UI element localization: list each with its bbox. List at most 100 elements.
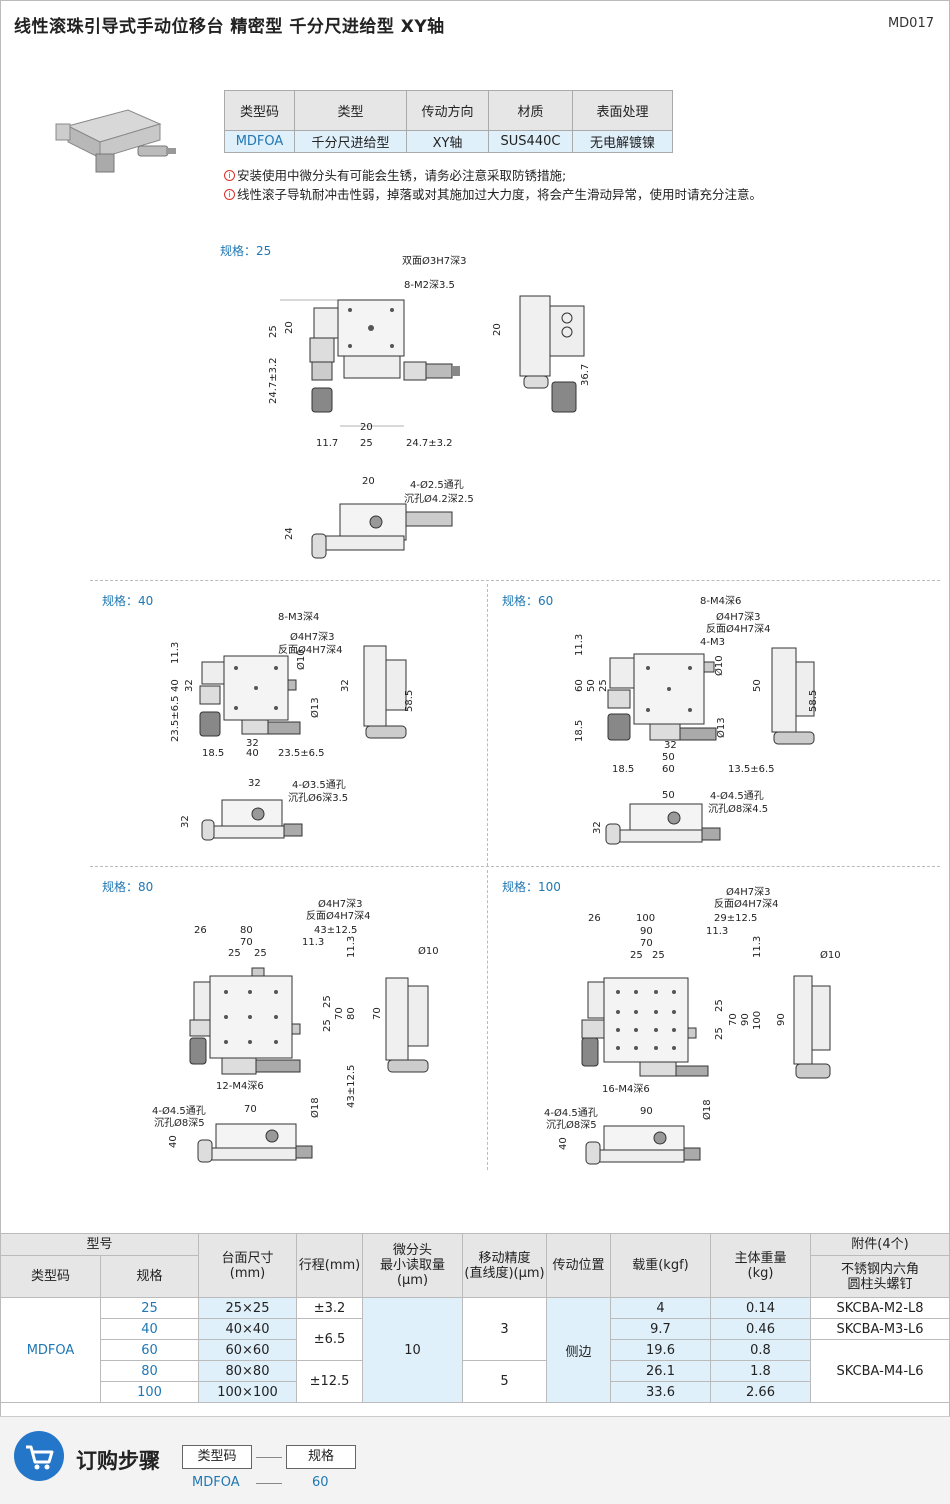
drawing-25-front: [311, 503, 453, 559]
dimension: 25: [714, 1027, 725, 1040]
cell-size: 80: [100, 1360, 199, 1382]
drawing-80-side: [385, 977, 429, 1073]
dimension: 32: [180, 815, 191, 828]
dimension: 43±12.5: [346, 1064, 357, 1108]
dimension: 58.5: [404, 689, 415, 712]
divider: [90, 580, 940, 581]
cell-weight: 2.66: [710, 1381, 811, 1403]
cell-load: 4: [610, 1297, 711, 1319]
annotation: 沉孔Ø8深5: [154, 1118, 205, 1129]
dimension: 24.7±3.2: [406, 438, 453, 449]
dimension: 20: [284, 321, 295, 334]
dimension: 50: [662, 752, 675, 763]
note-text: 安装使用中微分头有可能会生锈，请务必注意采取防锈措施;: [237, 168, 567, 183]
th-position: 传动位置: [546, 1233, 611, 1298]
cell-load: 9.7: [610, 1318, 711, 1340]
annotation: 12-M4深6: [216, 1081, 264, 1092]
product-image: [55, 109, 176, 173]
cell-stroke: ±3.2: [296, 1297, 363, 1319]
spec-cell: MDFOA: [224, 130, 295, 153]
cell-size: 25: [100, 1297, 199, 1319]
dimension: 32: [246, 738, 259, 749]
th-model-group: 型号: [0, 1233, 199, 1256]
drawing-100-side: [793, 975, 831, 1079]
cell-screw: SKCBA-M4-L6: [810, 1339, 950, 1403]
th-accessory: 附件(4个): [810, 1233, 950, 1256]
th-table-size: 台面尺寸 (mm): [198, 1233, 297, 1298]
dimension: 90: [776, 1013, 787, 1026]
dimension: 70: [640, 938, 653, 949]
dimension: 80: [240, 925, 253, 936]
dimension: 70: [240, 937, 253, 948]
dimension: 25: [360, 438, 373, 449]
dimension: 11.3: [302, 937, 325, 948]
cell-weight: 1.8: [710, 1360, 811, 1382]
dimension: 50: [752, 679, 763, 692]
dimension: 40: [246, 748, 259, 759]
cell-typecode: MDFOA: [0, 1297, 101, 1403]
cell-load: 33.6: [610, 1381, 711, 1403]
annotation: 反面Ø4H7深4: [714, 899, 779, 910]
dimension: 23.5±6.5: [278, 748, 325, 759]
dimension: 36.7: [580, 363, 591, 386]
dimension: 32: [592, 821, 603, 834]
cell-table: 80×80: [198, 1360, 297, 1382]
cell-table: 60×60: [198, 1339, 297, 1361]
cell-stroke: ±6.5: [296, 1318, 363, 1361]
dimension: 11.3: [574, 633, 585, 656]
dimension: 40: [558, 1137, 569, 1150]
annotation: 4-Ø3.5通孔: [292, 780, 346, 791]
annotation: 沉孔Ø8深5: [546, 1120, 597, 1131]
annotation: 沉孔Ø4.2深2.5: [404, 494, 474, 505]
cell-weight: 0.8: [710, 1339, 811, 1361]
dimension: 25: [598, 679, 609, 692]
dimension: 25: [652, 950, 665, 961]
spec-cell: 千分尺进给型: [294, 130, 407, 153]
dimension: 18.5: [202, 748, 225, 759]
info-icon: i: [224, 170, 235, 181]
annotation: 反面Ø4H7深4: [306, 911, 371, 922]
dimension: Ø13: [716, 717, 727, 738]
th-screw: 不锈钢内六角 圆柱头螺钉: [810, 1255, 950, 1298]
info-icon: i: [224, 189, 235, 200]
dimension: 25: [322, 995, 333, 1008]
annotation: 沉孔Ø8深4.5: [708, 804, 769, 815]
annotation: 4-Ø4.5通孔: [544, 1108, 598, 1119]
size-label-100: 规格：100: [502, 880, 561, 894]
annotation: 8-M2深3.5: [404, 280, 455, 291]
cell-weight: 0.46: [710, 1318, 811, 1340]
th-stroke: 行程(mm): [296, 1233, 363, 1298]
dimension: 25: [268, 325, 279, 338]
dimension: 32: [664, 740, 677, 751]
dimension: 70: [334, 1007, 345, 1020]
dimension: 70: [244, 1104, 257, 1115]
dimension: 25: [714, 999, 725, 1012]
order-step-size: 规格: [286, 1445, 356, 1469]
dimension: 24.7±3.2: [268, 357, 279, 404]
annotation: 4-M3: [700, 637, 725, 648]
catalog-code: MD017: [887, 16, 934, 31]
note-text: 线性滚子导轨耐冲击性弱，掉落或对其施加过大力度，将会产生滑动异常，使用时请充分注…: [237, 187, 763, 202]
divider: [487, 584, 488, 866]
annotation: 4-Ø4.5通孔: [152, 1106, 206, 1117]
annotation: Ø4H7深3: [726, 887, 771, 898]
annotation: Ø4H7深3: [290, 632, 335, 643]
th-weight: 主体重量 (kg): [710, 1233, 811, 1298]
dimension: 24: [284, 527, 295, 540]
spec-header: 类型: [294, 90, 407, 131]
dimension: 80: [346, 1007, 357, 1020]
cell-accuracy: 3: [462, 1297, 547, 1361]
dimension: 50: [586, 679, 597, 692]
annotation: 8-M4深6: [700, 596, 742, 607]
drawing-40-side: [363, 645, 407, 739]
cell-stroke: ±12.5: [296, 1360, 363, 1403]
th-size: 规格: [100, 1255, 199, 1298]
dimension: 26: [194, 925, 207, 936]
annotation: 4-Ø2.5通孔: [410, 480, 464, 491]
order-title: 订购步骤: [76, 1449, 160, 1473]
dimension: 70: [728, 1013, 739, 1026]
drawing-25-side: [519, 295, 585, 413]
spec-header: 传动方向: [406, 90, 489, 131]
order-dash: [256, 1457, 282, 1458]
